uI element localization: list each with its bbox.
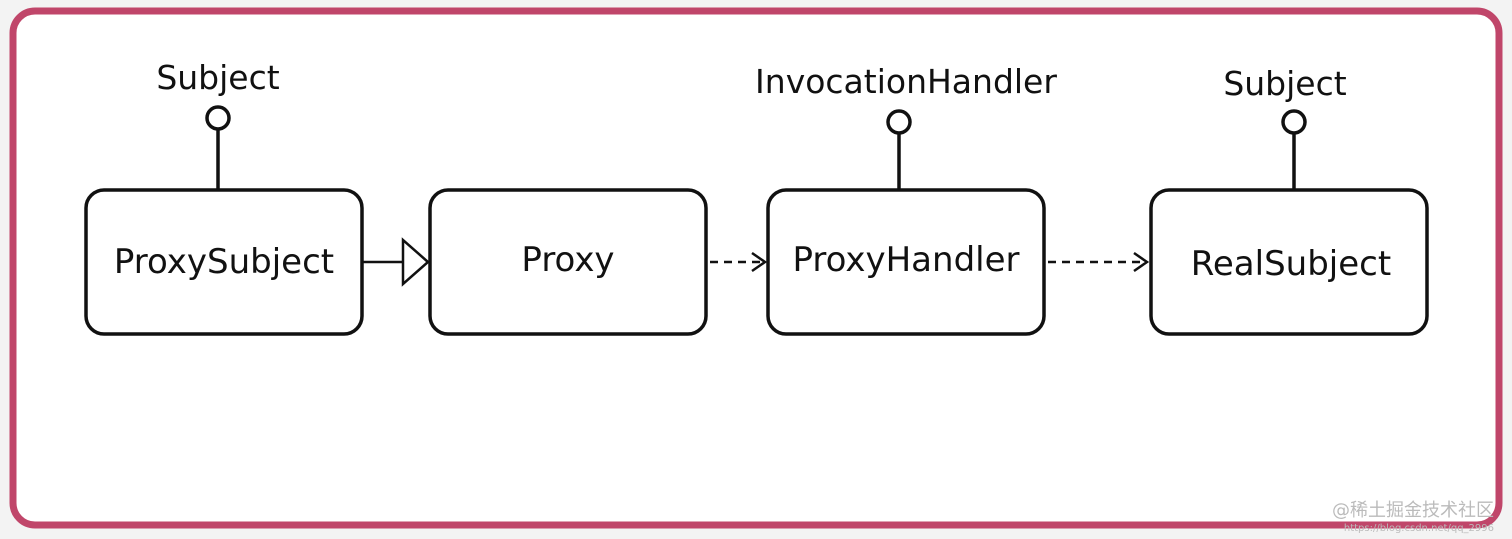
- node-box: [1149, 188, 1429, 336]
- watermark-url: https://blog.csdn.net/qq_2996: [1344, 523, 1494, 534]
- node-label-real-subject: RealSubject: [1191, 244, 1391, 284]
- interface-label-invocation-handler: InvocationHandler: [755, 62, 1057, 101]
- interface-lollipop-icon: [205, 105, 231, 131]
- node-label-proxy-subject: ProxySubject: [114, 242, 334, 282]
- edge-proxysubject-to-proxy: [362, 237, 430, 287]
- open-arrow-icon: [1133, 251, 1150, 273]
- node-proxy-subject: Subject ProxySubject: [84, 58, 364, 336]
- node-box: [766, 188, 1046, 336]
- node-label-proxy: Proxy: [521, 240, 614, 280]
- interface-label-subject-left: Subject: [156, 58, 279, 97]
- edge-proxy-to-proxyhandler: [710, 251, 768, 273]
- hollow-triangle-arrow-icon: [401, 237, 430, 287]
- node-label-proxy-handler: ProxyHandler: [792, 240, 1019, 280]
- node-proxy: Proxy: [428, 188, 708, 336]
- interface-lollipop-icon: [886, 109, 912, 135]
- edge-proxyhandler-to-realsubject: [1048, 251, 1150, 273]
- node-real-subject: Subject RealSubject: [1149, 64, 1429, 336]
- watermark-text: @稀土掘金技术社区: [1332, 500, 1494, 521]
- open-arrow-icon: [751, 251, 768, 273]
- interface-label-subject-right: Subject: [1223, 64, 1346, 103]
- node-box: [428, 188, 708, 336]
- interface-lollipop-icon: [1281, 109, 1307, 135]
- node-proxy-handler: InvocationHandler ProxyHandler: [755, 62, 1057, 336]
